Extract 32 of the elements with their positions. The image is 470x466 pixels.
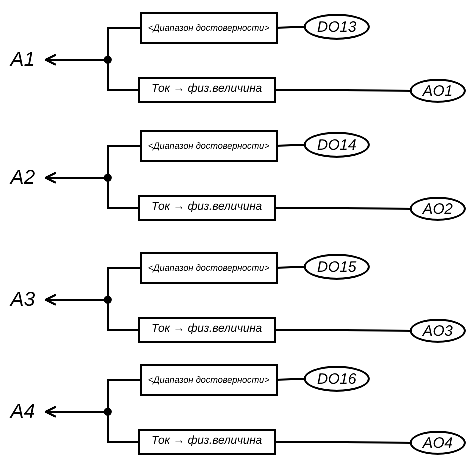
connector <box>278 26 304 29</box>
connector <box>278 144 304 147</box>
connector <box>45 406 138 443</box>
process-box: Ток → физ.величина <box>138 195 276 221</box>
connector <box>276 329 410 332</box>
process-box: <Диапазон достоверности> <box>140 252 278 284</box>
signal-label: A4 <box>10 402 36 422</box>
process-box: Ток → физ.величина <box>138 317 276 343</box>
connector <box>276 207 410 210</box>
process-box: <Диапазон достоверности> <box>140 130 278 162</box>
signal-ellipse: AO3 <box>410 319 466 343</box>
connector <box>45 294 138 331</box>
signal-label: A3 <box>10 290 36 310</box>
process-box: Ток → физ.величина <box>138 429 276 455</box>
signal-ellipse: DO16 <box>304 366 370 392</box>
signal-ellipse: AO4 <box>410 431 466 455</box>
signal-ellipse: DO13 <box>304 14 370 40</box>
connector <box>45 172 138 209</box>
connector <box>278 266 304 269</box>
process-box: <Диапазон достоверности> <box>140 12 278 44</box>
signal-ellipse: DO14 <box>304 132 370 158</box>
process-box: <Диапазон достоверности> <box>140 364 278 396</box>
connector <box>45 54 138 91</box>
signal-label: A1 <box>10 50 36 70</box>
signal-ellipse: AO1 <box>410 79 466 103</box>
signal-label: A2 <box>10 168 36 188</box>
connector <box>276 441 410 444</box>
connector <box>278 378 304 381</box>
signal-ellipse: DO15 <box>304 254 370 280</box>
signal-ellipse: AO2 <box>410 197 466 221</box>
connector <box>276 89 410 92</box>
process-box: Ток → физ.величина <box>138 77 276 103</box>
